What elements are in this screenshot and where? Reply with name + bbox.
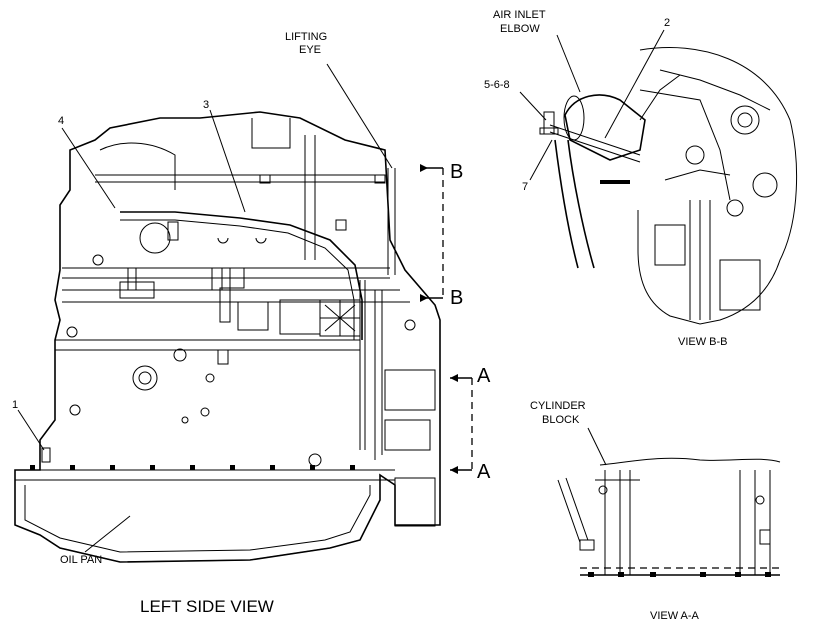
left-view-annotations: [17, 63, 393, 553]
callout-7: 7: [522, 181, 528, 193]
view-aa-title: VIEW A-A: [650, 610, 700, 622]
cylinder-block-label-1: CYLINDER: [530, 400, 586, 412]
cylinder-block-label-2: BLOCK: [542, 414, 580, 426]
section-marker-b: [420, 164, 444, 302]
callout-5-6-8: 5-6-8: [484, 79, 510, 91]
callout-2: 2: [664, 17, 670, 29]
view-bb-title: VIEW B-B: [678, 336, 728, 348]
section-a-top: A: [477, 365, 491, 387]
lifting-eye-label-2: EYE: [299, 44, 321, 56]
section-b-top: B: [450, 161, 463, 183]
lifting-eye-label-1: LIFTING: [285, 31, 327, 43]
section-a-bottom: A: [477, 461, 491, 483]
engine-left-side-view: [14, 111, 441, 563]
air-inlet-label-1: AIR INLET: [493, 9, 546, 21]
callout-1: 1: [12, 399, 18, 411]
callout-3: 3: [203, 99, 209, 111]
view-bb-drawing: [539, 47, 798, 325]
view-aa-drawing: [557, 457, 781, 577]
engine-block-outline: [14, 111, 441, 563]
view-aa-annotations: [587, 427, 607, 466]
oil-pan-label: OIL PAN: [60, 554, 102, 566]
view-bb-annotations: [519, 29, 665, 181]
section-marker-a: [450, 374, 473, 474]
pan-rail-bolts: [30, 465, 355, 470]
callout-4: 4: [58, 115, 64, 127]
left-side-view-title: LEFT SIDE VIEW: [140, 597, 274, 616]
section-b-bottom: B: [450, 287, 463, 309]
air-inlet-label-2: ELBOW: [500, 23, 540, 35]
